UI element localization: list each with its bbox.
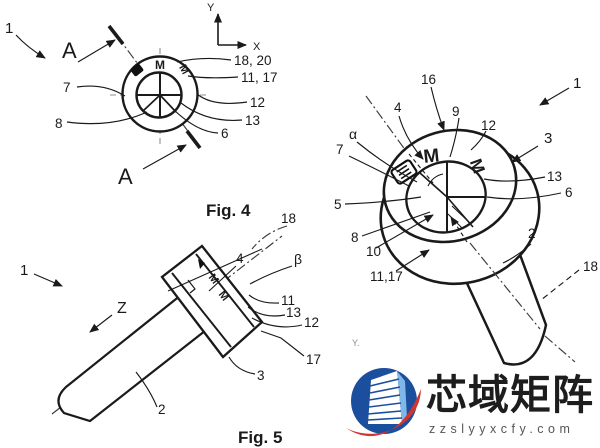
ref-6: 6 — [221, 126, 229, 141]
ref-13: 13 — [547, 169, 562, 184]
ref-16-leader — [430, 86, 445, 131]
ref-12: 12 — [481, 118, 496, 133]
knob-axis-upper — [365, 95, 407, 152]
watermark: 芯域矩阵 zzslyyxcfy.com — [346, 368, 594, 437]
emblem-m-icon: M — [422, 145, 440, 168]
ref-12: 12 — [304, 315, 319, 330]
section-label-a-top: A — [62, 38, 77, 63]
ref-1: 1 — [573, 75, 581, 92]
ref-1-arrow — [539, 87, 570, 106]
emblem-m-icon: M — [155, 58, 165, 72]
inner-face-lines — [419, 162, 485, 233]
knob-axis-shaft — [469, 242, 541, 330]
section-tick-top — [107, 24, 125, 46]
ref-11-17: 11,17 — [370, 269, 403, 284]
ref-1-arrow — [15, 34, 46, 59]
watermark-brand-text: 芯域矩阵 — [426, 372, 594, 418]
figure-5: M M 1 Z 18 4 β 11 13 12 17 3 2 Fig. 5 — [20, 211, 321, 447]
ref-11: 11 — [281, 293, 295, 308]
ref-17: 17 — [306, 352, 321, 367]
ref-alpha: α — [349, 126, 357, 142]
rod-end-cap-line — [57, 390, 64, 412]
ref-2: 2 — [528, 226, 536, 241]
ref-13: 13 — [286, 305, 301, 320]
coordinate-axes: Y X — [207, 2, 261, 53]
y-mark: Y. — [352, 338, 359, 348]
ref-1: 1 — [20, 262, 28, 279]
ref-6: 6 — [565, 185, 573, 200]
ref-8: 8 — [55, 116, 63, 131]
ref-8: 8 — [351, 230, 359, 245]
plate-outline — [160, 244, 264, 359]
ref-3: 3 — [544, 130, 552, 147]
ref-10: 10 — [366, 244, 381, 259]
figure-4: M M 1 A A 7 8 18, 20 11, 17 12 13 6 Fig.… — [5, 2, 278, 220]
ref-13: 13 — [245, 113, 260, 128]
ref-16: 16 — [421, 72, 436, 87]
leader-lines — [135, 265, 305, 408]
swoosh-icon — [346, 389, 421, 437]
ref-3: 3 — [257, 368, 265, 383]
knob-axis-lower — [544, 335, 576, 363]
building-icon — [367, 371, 407, 424]
center-arrow-dashed — [450, 216, 468, 243]
section-label-a-bottom: A — [118, 164, 133, 189]
ref-2: 2 — [158, 402, 166, 417]
ref-4-leader — [398, 115, 424, 160]
z-axis-arrow — [89, 314, 113, 333]
center-arrow-1 — [375, 214, 434, 249]
ref-18-20: 18, 20 — [234, 53, 272, 68]
ref-4: 4 — [394, 100, 402, 115]
ref-9: 9 — [452, 104, 460, 119]
ref-18-leader — [251, 225, 288, 250]
ref-12: 12 — [250, 95, 265, 110]
ref-18: 18 — [583, 259, 598, 274]
section-tick-bottom — [185, 129, 202, 150]
filled-badge-icon — [130, 63, 144, 77]
ref-4: 4 — [236, 251, 244, 266]
strip-arrow-glyph — [198, 259, 205, 269]
axis-x-label: X — [253, 41, 261, 53]
z-axis-label: Z — [117, 300, 127, 317]
section-arrow-bottom — [142, 144, 187, 170]
figure-right: M M 16 4 9 12 1 3 α 7 5 13 6 8 — [334, 72, 598, 366]
ref-5: 5 — [334, 197, 342, 212]
fig5-caption: Fig. 5 — [238, 428, 282, 447]
fig4-caption: Fig. 4 — [206, 201, 251, 220]
ref-18-leader — [540, 269, 580, 301]
leader-lines — [66, 57, 248, 134]
emblem-m-side-icon: M — [466, 156, 489, 176]
axis-y-label: Y — [207, 2, 215, 14]
ref-3-arrow — [511, 145, 539, 163]
ref-11-17: 11, 17 — [241, 70, 278, 85]
plate-strip-lines — [167, 248, 263, 348]
angle-dash-line — [408, 153, 434, 184]
watermark-domain-text: zzslyyxcfy.com — [429, 422, 574, 436]
ref-beta: β — [294, 251, 302, 267]
center-arrow-2 — [395, 249, 430, 272]
ref-18: 18 — [281, 211, 296, 226]
ref-1: 1 — [5, 20, 13, 37]
section-arrow-top — [77, 39, 116, 63]
ref-7: 7 — [336, 142, 344, 157]
ref-1-arrow — [33, 273, 63, 287]
leader-lines — [344, 117, 562, 264]
ref-7: 7 — [63, 80, 71, 95]
